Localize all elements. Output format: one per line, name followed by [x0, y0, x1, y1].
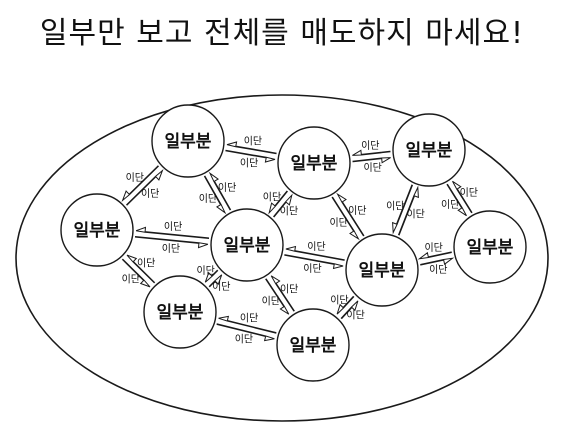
- edge-label: 이단: [240, 312, 258, 324]
- edge-arrow-forward: [204, 269, 219, 283]
- edge-arrow-backward: [272, 193, 293, 218]
- edge-label: 이단: [263, 192, 281, 204]
- edge-arrow-backward: [336, 192, 365, 237]
- edge-arrow-backward: [352, 149, 391, 156]
- edge-arrow-backward: [226, 141, 277, 155]
- edge-arrow-forward: [216, 323, 275, 342]
- edge-arrow-forward: [352, 157, 391, 164]
- edge-label: 이단: [460, 187, 478, 199]
- edge-label: 이단: [122, 273, 140, 285]
- node-circle: [345, 233, 419, 307]
- edge-label: 이단: [424, 242, 442, 254]
- edge-arrow-forward: [265, 278, 290, 315]
- edge-label: 이단: [307, 241, 325, 253]
- node-label: 일부분: [291, 154, 338, 174]
- node-circle: [143, 275, 217, 349]
- edge-label: 이단: [386, 201, 404, 213]
- edge-label: 이단: [212, 281, 230, 293]
- edge-arrow-forward: [446, 183, 467, 217]
- edge-arrow-backward: [270, 275, 295, 312]
- edge-label: 이단: [235, 334, 253, 346]
- edge-arrow-backward: [340, 300, 359, 320]
- edge-label: 이단: [348, 205, 366, 217]
- edge-label: 이단: [429, 264, 447, 276]
- whole-ellipse: [15, 94, 549, 422]
- edge-arrow-forward: [392, 184, 414, 235]
- edge-arrow-forward: [284, 254, 344, 270]
- edge-label: 이단: [164, 221, 182, 233]
- node-circle: [392, 113, 466, 187]
- node-label: 일부분: [406, 141, 453, 161]
- edge-label: 이단: [240, 157, 258, 169]
- node-n9: 일부분: [276, 308, 350, 382]
- edge-label: 이단: [262, 296, 280, 308]
- node-circle: [151, 104, 225, 178]
- edge-label: 이단: [199, 193, 217, 205]
- edge-arrow-forward: [225, 149, 276, 163]
- edge-arrow-backward: [417, 251, 452, 260]
- node-label: 일부분: [467, 238, 514, 258]
- edge-label: 이단: [329, 217, 347, 229]
- edge-arrow-forward: [135, 235, 209, 249]
- node-label: 일부분: [290, 336, 337, 356]
- edge-label: 이단: [141, 188, 159, 200]
- edge-arrow-backward: [135, 226, 209, 240]
- edge-label: 이단: [244, 136, 262, 148]
- node-n6: 일부분: [345, 233, 419, 307]
- edge-arrow-backward: [126, 254, 156, 284]
- edge-label: 이단: [346, 309, 364, 321]
- edge-arrow-forward: [268, 190, 289, 215]
- node-circle: [277, 126, 351, 200]
- edge-label: 이단: [330, 295, 348, 307]
- node-circle: [210, 208, 284, 282]
- edge-label: 이단: [441, 199, 459, 211]
- edge-arrow-forward: [420, 257, 455, 266]
- edge-label: 이단: [406, 209, 424, 221]
- edge-label: 이단: [126, 172, 144, 184]
- node-n3: 일부분: [392, 113, 466, 187]
- edge-arrow-backward: [208, 171, 232, 211]
- edge-arrow-forward: [121, 258, 151, 288]
- edge-label: 이단: [363, 162, 381, 174]
- node-label: 일부분: [224, 236, 271, 256]
- node-label: 일부분: [165, 132, 212, 152]
- node-n8: 일부분: [143, 275, 217, 349]
- node-n2: 일부분: [277, 126, 351, 200]
- node-label: 일부분: [359, 261, 406, 281]
- edge-arrow-backward: [125, 168, 164, 206]
- node-circle: [276, 308, 350, 382]
- edge-arrow-forward: [203, 175, 227, 215]
- edge-label: 이단: [280, 206, 298, 218]
- edge-label: 이단: [218, 182, 236, 194]
- edge-label: 이단: [303, 263, 321, 275]
- edge-label: 이단: [162, 243, 180, 255]
- node-n7: 일부분: [453, 210, 527, 284]
- edge-arrow-backward: [397, 185, 419, 236]
- edge-arrow-backward: [285, 245, 345, 261]
- edge-arrow-forward: [121, 165, 160, 203]
- edge-arrow-forward: [331, 196, 360, 241]
- edge-arrow-backward: [208, 274, 223, 288]
- node-label: 일부분: [74, 221, 121, 241]
- page-title: 일부만 보고 전체를 매도하지 마세요!: [39, 16, 525, 51]
- node-label: 일부분: [157, 303, 204, 323]
- edge-label: 이단: [137, 258, 155, 270]
- edge-label: 이단: [196, 265, 214, 277]
- edge-label: 이단: [361, 140, 379, 152]
- node-circle: [453, 210, 527, 284]
- node-n4: 일부분: [60, 193, 134, 267]
- edge-arrow-forward: [336, 295, 355, 315]
- edge-arrow-backward: [452, 180, 473, 214]
- node-circle: [60, 193, 134, 267]
- node-n5: 일부분: [210, 208, 284, 282]
- node-n1: 일부분: [151, 104, 225, 178]
- edge-arrow-backward: [218, 315, 277, 334]
- edge-label: 이단: [280, 283, 298, 295]
